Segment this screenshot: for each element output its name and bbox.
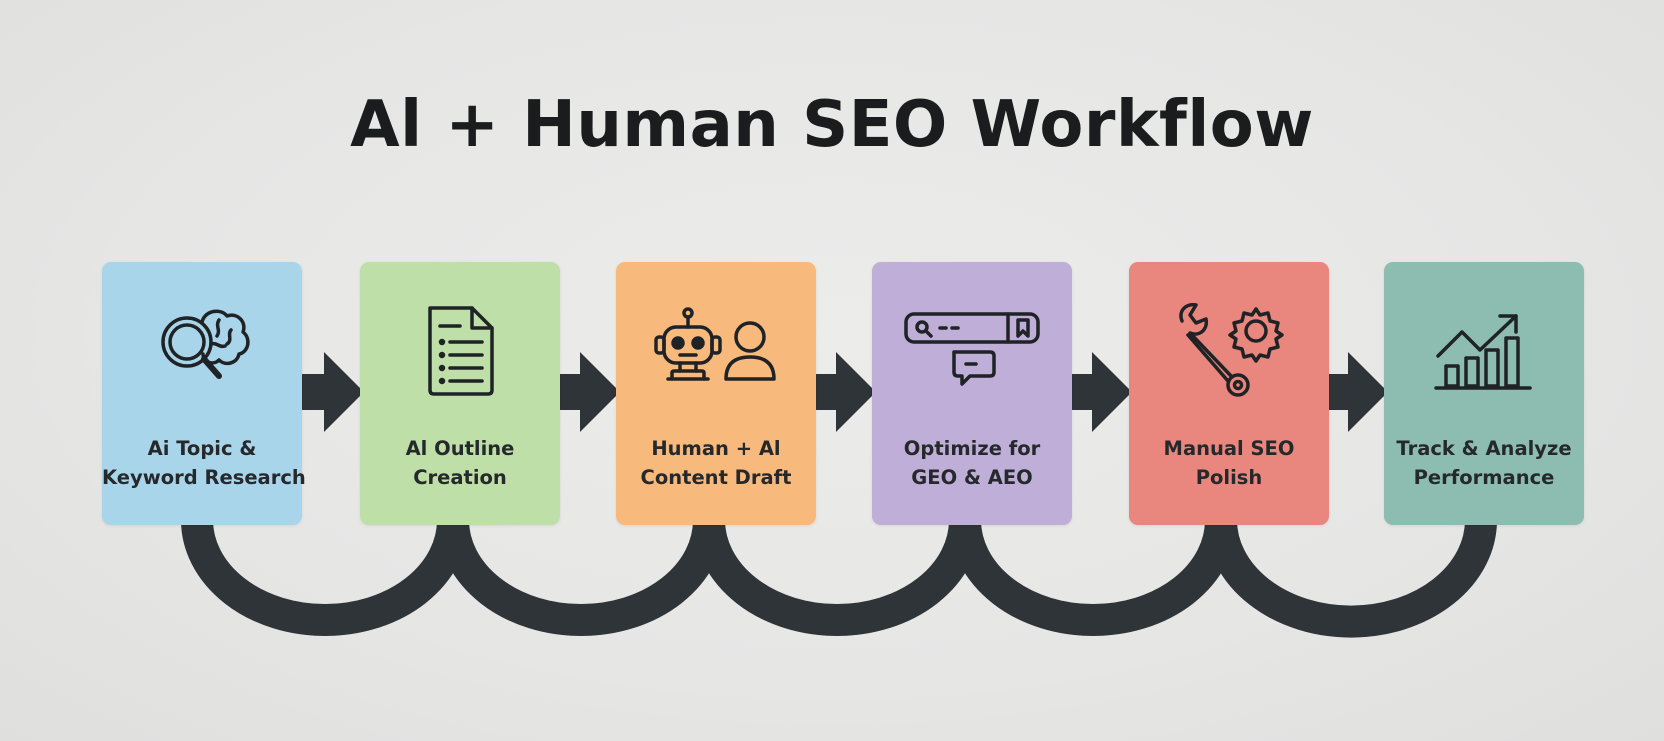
step-label: Track & Analyze Performance [1384, 434, 1584, 492]
step-label-line-2: Creation [413, 466, 507, 489]
step-card-track-performance: Track & Analyze Performance [1384, 262, 1584, 525]
magnifier-brain-icon [102, 300, 302, 400]
loop-arc-3 [693, 519, 981, 636]
loop-arc-5 [1205, 519, 1497, 638]
wrench-gear-icon [1129, 300, 1329, 400]
step-card-seo-polish: Manual SEO Polish [1129, 262, 1329, 525]
step-arrow-2 [558, 352, 620, 432]
step-label-line-1: Track & Analyze [1396, 437, 1572, 460]
step-card-keyword-research: Ai Topic & Keyword Research [102, 262, 306, 525]
step-arrow-3 [814, 352, 876, 432]
document-list-icon [360, 300, 560, 400]
step-label-line-2: Performance [1413, 466, 1555, 489]
robot-and-person-icon [616, 300, 816, 400]
loop-arc-4 [949, 519, 1237, 636]
step-label-line-1: Optimize for [903, 437, 1041, 460]
step-card-content-draft: Human + Al Content Draft [616, 262, 816, 525]
loop-arc-1 [181, 519, 469, 636]
step-label-line-1: Manual SEO [1163, 437, 1295, 460]
step-label: Al Outline Creation [360, 434, 560, 492]
loop-arcs [181, 519, 1497, 638]
step-arrow-1 [302, 352, 364, 432]
step-label-line-2: GEO & AEO [911, 466, 1033, 489]
step-label-line-1: Al Outline [405, 437, 515, 460]
step-label: Human + Al Content Draft [616, 434, 816, 492]
step-arrow-4 [1070, 352, 1132, 432]
step-label-line-1: Ai Topic & [147, 437, 257, 460]
step-arrow-5 [1326, 352, 1388, 432]
step-label-line-2: Keyword Research [102, 466, 306, 489]
step-card-geo-aeo: Optimize for GEO & AEO [872, 262, 1072, 525]
step-label: Optimize for GEO & AEO [872, 434, 1072, 492]
step-label-line-2: Content Draft [640, 466, 792, 489]
step-arrows [302, 352, 1388, 432]
search-bar-chat-icon [872, 300, 1072, 400]
step-label: Ai Topic & Keyword Research [102, 434, 306, 492]
step-card-outline-creation: Al Outline Creation [360, 262, 560, 525]
page-title: Al + Human SEO Workflow [350, 88, 1314, 162]
growth-bar-chart-icon [1384, 300, 1584, 400]
loop-arc-2 [437, 519, 725, 636]
step-label: Manual SEO Polish [1129, 434, 1329, 492]
step-label-line-1: Human + Al [651, 437, 781, 460]
step-label-line-2: Polish [1195, 466, 1263, 489]
